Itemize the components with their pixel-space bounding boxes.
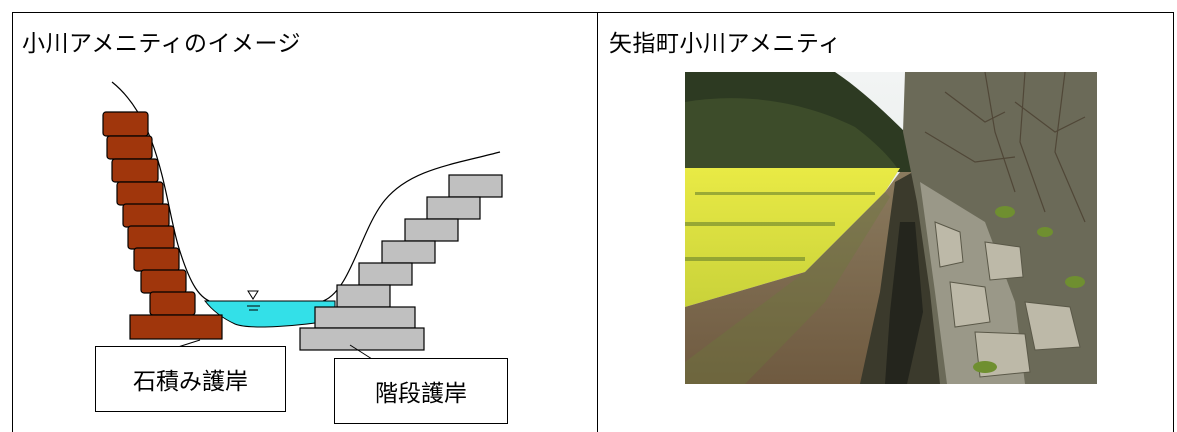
left-panel-title: 小川アメニティのイメージ <box>22 31 302 57</box>
stepped-revetment-label: 階段護岸 <box>334 358 508 424</box>
steps-callout-line <box>349 344 373 360</box>
stepped-revetment <box>299 174 503 351</box>
stone-revetment-label: 石積み護岸 <box>95 346 286 412</box>
stream-photo-illustration <box>685 72 1097 384</box>
stone-callout-line <box>177 339 201 348</box>
column-divider <box>597 12 598 432</box>
right-panel-title: 矢指町小川アメニティ <box>609 31 842 57</box>
stream-photo <box>685 72 1097 384</box>
stone-wall <box>102 111 223 340</box>
table-border <box>12 12 1174 432</box>
stepped-revetment-text: 階段護岸 <box>375 381 467 407</box>
water-level-icon <box>247 290 260 311</box>
